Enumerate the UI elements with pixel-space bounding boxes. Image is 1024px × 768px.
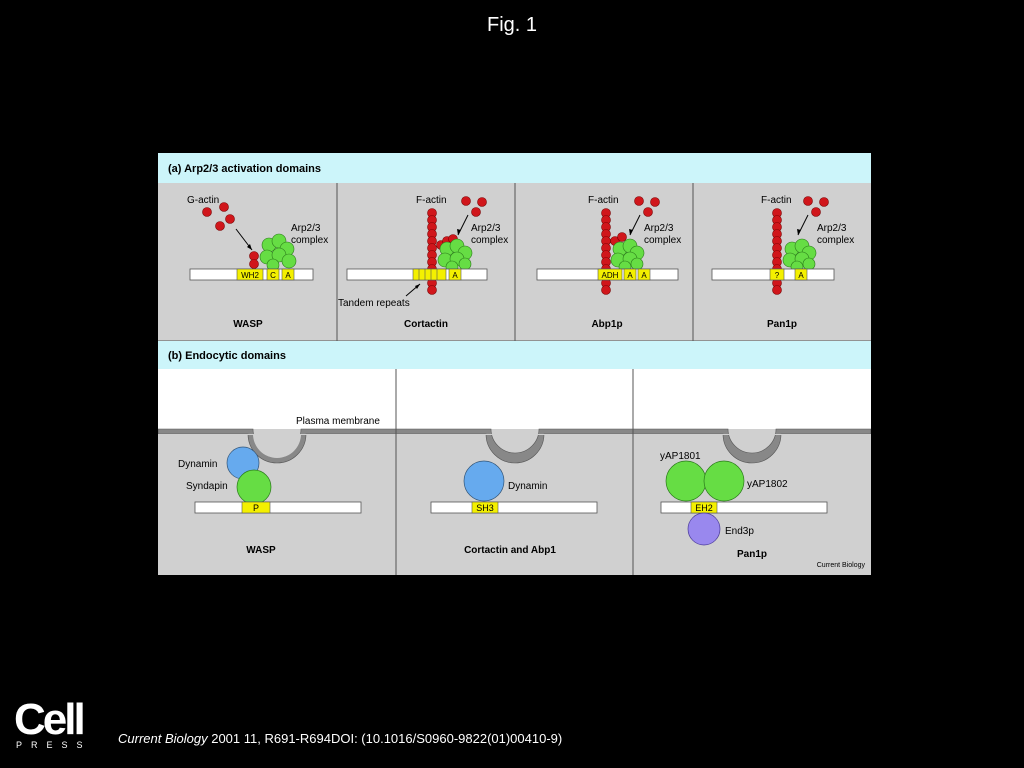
domain-unknown: ?	[775, 271, 780, 280]
arp23-label: Arp2/3	[644, 223, 674, 234]
section-b-header: (b) Endocytic domains	[168, 350, 286, 362]
domain-p: P	[253, 503, 259, 513]
domain-a: A	[452, 271, 458, 280]
domain-a: A	[798, 271, 804, 280]
domain-eh2: EH2	[695, 503, 713, 513]
syndapin-circle	[236, 469, 272, 505]
dynamin-label: Dynamin	[178, 459, 217, 470]
citation-details: 2001 11, R691-R694DOI: (10.1016/S0960-98…	[207, 731, 563, 746]
yap1802-circle	[703, 460, 745, 502]
dynamin-circle	[463, 460, 505, 502]
membrane-label: Plasma membrane	[296, 416, 380, 427]
tandem-repeats-label: Tandem repeats	[338, 298, 410, 309]
section-a-header-bg	[158, 153, 871, 183]
f-actin-filament	[772, 208, 782, 295]
logo-word: Cell	[14, 695, 86, 744]
dynamin-label: Dynamin	[508, 481, 547, 492]
panel-title-pan1p-b: Pan1p	[737, 549, 767, 560]
f-actin-label: F-actin	[416, 195, 447, 206]
domain-c: C	[270, 271, 276, 280]
panel-a-pan1p: F-actin Arp2/3 complex ? A Pan1p	[711, 195, 854, 330]
yap1801-label: yAP1801	[660, 451, 701, 462]
yap1801-circle	[665, 460, 707, 502]
g-actin-label: G-actin	[187, 195, 219, 206]
panel-title-abp1p: Abp1p	[591, 319, 622, 330]
domain-a: A	[285, 271, 291, 280]
cell-press-logo: Cell PRESS	[14, 695, 92, 752]
tandem-repeats-box	[412, 268, 447, 281]
domain-a: A	[641, 271, 647, 280]
yap1802-label: yAP1802	[747, 479, 788, 490]
end3p-label: End3p	[725, 526, 754, 537]
arp23-label: Arp2/3	[291, 223, 321, 234]
section-a-header: (a) Arp2/3 activation domains	[168, 163, 321, 175]
end3p-circle	[687, 512, 721, 546]
complex-label: complex	[644, 235, 681, 246]
complex-label: complex	[471, 235, 508, 246]
logo-subtext: PRESS	[16, 740, 92, 750]
arp23-label: Arp2/3	[817, 223, 847, 234]
protein-bar	[194, 501, 362, 514]
complex-label: complex	[291, 235, 328, 246]
panel-a-cortactin: F-actin Arp2/3 complex A Tandem repeats …	[338, 195, 508, 330]
panel-title-wasp: WASP	[233, 319, 263, 330]
panel-b-cortactin-abp1: Dynamin SH3 Cortactin and Abp1	[430, 460, 598, 556]
arp23-complex	[782, 238, 817, 274]
panel-b-pan1p: yAP1801 yAP1802 EH2 End3p Pan1p Current …	[660, 451, 865, 569]
f-actin-label: F-actin	[761, 195, 792, 206]
citation-journal: Current Biology	[118, 731, 208, 746]
plasma-membrane	[158, 428, 871, 464]
figure: (a) Arp2/3 activation domains G-actin Ar…	[158, 153, 871, 575]
arp23-label: Arp2/3	[471, 223, 501, 234]
domain-sh3: SH3	[476, 503, 494, 513]
slide-title: Fig. 1	[486, 14, 538, 36]
protein-bar	[660, 501, 828, 514]
arp23-complex	[437, 238, 473, 274]
citation: Current Biology 2001 11, R691-R694DOI: (…	[118, 731, 562, 746]
panel-a-wasp: G-actin Arp2/3 complex WH2 C A WASP	[187, 195, 328, 330]
panel-b-wasp: Dynamin Syndapin P WASP	[178, 446, 362, 556]
g-actin-monomers	[202, 202, 259, 269]
domain-wh2: WH2	[241, 271, 259, 280]
domain-adh: ADH	[602, 271, 619, 280]
panel-title-pan1p: Pan1p	[767, 319, 797, 330]
protein-bar	[430, 501, 598, 514]
panel-a-abp1p: F-actin Arp2/3 complex ADH A A Abp1p	[536, 195, 681, 330]
panel-title-wasp-b: WASP	[246, 545, 276, 556]
complex-label: complex	[817, 235, 854, 246]
panel-title-cortactin-abp1: Cortactin and Abp1	[464, 545, 556, 556]
f-actin-label: F-actin	[588, 195, 619, 206]
arp23-complex	[259, 233, 297, 272]
figure-credit: Current Biology	[817, 562, 866, 569]
panel-title-cortactin: Cortactin	[404, 319, 448, 330]
domain-a: A	[627, 271, 633, 280]
syndapin-label: Syndapin	[186, 481, 228, 492]
section-b-header-bg	[158, 341, 871, 369]
